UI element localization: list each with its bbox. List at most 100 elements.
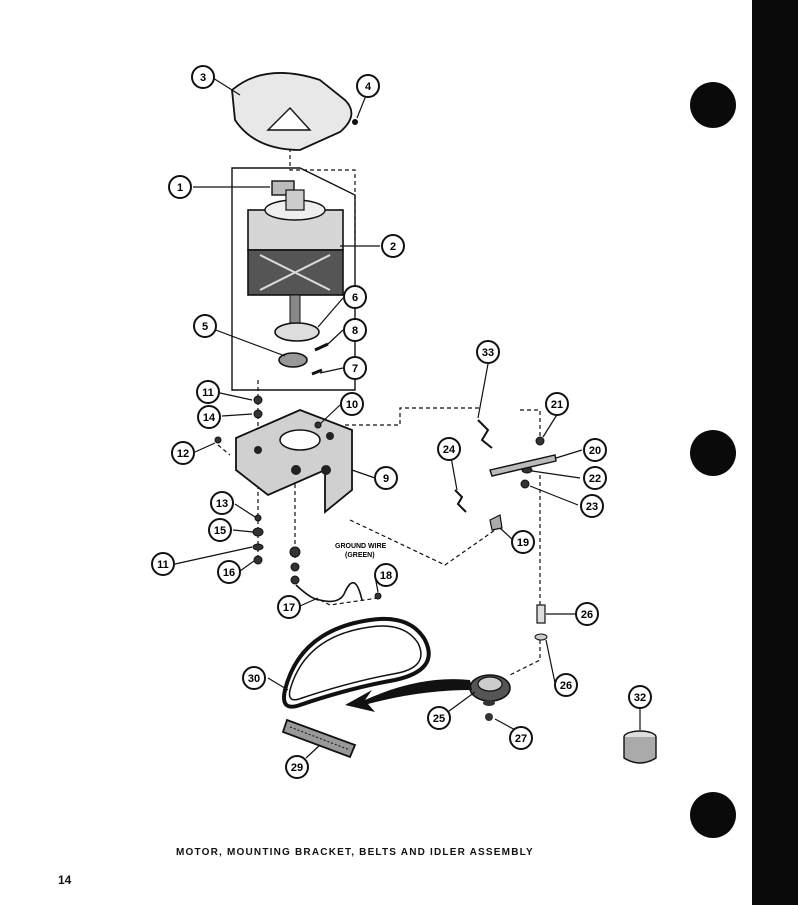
callout-circle bbox=[285, 755, 309, 779]
callout-c14: 14 bbox=[197, 405, 221, 429]
callout-c26a: 26 bbox=[575, 602, 599, 626]
callout-label: 19 bbox=[517, 537, 529, 549]
mounting-bracket bbox=[235, 409, 353, 514]
callout-label: 23 bbox=[586, 501, 598, 513]
binder-hole-bottom bbox=[690, 792, 736, 838]
callout-circle bbox=[554, 673, 578, 697]
callout-circle bbox=[628, 685, 652, 709]
callout-label: 20 bbox=[589, 445, 601, 457]
callout-circle bbox=[208, 518, 232, 542]
callout-label: 32 bbox=[634, 692, 646, 704]
idler-pulley bbox=[469, 674, 511, 721]
callout-c6: 6 bbox=[343, 285, 367, 309]
idler-arm bbox=[489, 454, 557, 477]
callout-c27: 27 bbox=[509, 726, 533, 750]
callout-label: 26 bbox=[581, 609, 593, 621]
callout-label: 24 bbox=[443, 444, 456, 456]
callout-circle bbox=[340, 392, 364, 416]
ground-wire-label-line1: GROUND WIRE bbox=[335, 543, 387, 550]
bracket-19 bbox=[489, 514, 503, 531]
callout-label: 7 bbox=[352, 363, 358, 375]
callout-c16: 16 bbox=[217, 560, 241, 584]
callout-label: 3 bbox=[200, 72, 206, 84]
callout-circle bbox=[168, 175, 192, 199]
callout-label: 1 bbox=[177, 182, 183, 194]
pin-8 bbox=[314, 342, 329, 352]
callout-c11b: 11 bbox=[151, 552, 175, 576]
callout-label: 22 bbox=[589, 473, 601, 485]
callout-label: 2 bbox=[390, 241, 396, 253]
callout-c33: 33 bbox=[476, 340, 500, 364]
callout-c10: 10 bbox=[340, 392, 364, 416]
motor-cover bbox=[231, 72, 358, 151]
pin-7 bbox=[311, 368, 323, 376]
callout-circle bbox=[545, 392, 569, 416]
callout-label: 29 bbox=[291, 762, 303, 774]
callout-label: 18 bbox=[380, 570, 392, 582]
figure-caption: MOTOR, MOUNTING BRACKET, BELTS AND IDLER… bbox=[176, 847, 534, 858]
callout-c4: 4 bbox=[356, 74, 380, 98]
callout-circle bbox=[197, 405, 221, 429]
spring-24 bbox=[454, 489, 467, 513]
callout-circle bbox=[343, 318, 367, 342]
callout-circle bbox=[171, 441, 195, 465]
callout-label: 16 bbox=[223, 567, 235, 579]
callout-c9: 9 bbox=[374, 466, 398, 490]
callout-label: 21 bbox=[551, 399, 563, 411]
callout-c11a: 11 bbox=[196, 380, 220, 404]
callout-label: 8 bbox=[352, 325, 358, 337]
callout-c32: 32 bbox=[628, 685, 652, 709]
binding-edge bbox=[752, 0, 798, 905]
callout-c30: 30 bbox=[242, 666, 266, 690]
callout-c12: 12 bbox=[171, 441, 195, 465]
belt-29 bbox=[281, 718, 357, 759]
callout-circle bbox=[356, 74, 380, 98]
binder-hole-top bbox=[690, 82, 736, 128]
callout-c2: 2 bbox=[381, 234, 405, 258]
callout-circle bbox=[196, 380, 220, 404]
ground-wire bbox=[295, 582, 363, 603]
callout-label: 6 bbox=[352, 292, 358, 304]
callout-circle bbox=[427, 706, 451, 730]
part-5 bbox=[278, 352, 308, 368]
callout-c26b: 26 bbox=[554, 673, 578, 697]
binder-hole-middle bbox=[690, 430, 736, 476]
callout-circle bbox=[476, 340, 500, 364]
callout-c20: 20 bbox=[583, 438, 607, 462]
callout-label: 15 bbox=[214, 525, 226, 537]
callout-circle bbox=[374, 563, 398, 587]
callout-circle bbox=[210, 491, 234, 515]
callout-label: 17 bbox=[283, 602, 295, 614]
callout-circle bbox=[343, 285, 367, 309]
callout-circle bbox=[580, 494, 604, 518]
callout-label: 33 bbox=[482, 347, 494, 359]
callout-circle bbox=[151, 552, 175, 576]
callout-label: 12 bbox=[177, 448, 189, 460]
spring-33 bbox=[477, 419, 493, 449]
callout-circle bbox=[343, 356, 367, 380]
callout-label: 10 bbox=[346, 399, 358, 411]
callout-circle bbox=[381, 234, 405, 258]
callout-c5: 5 bbox=[193, 314, 217, 338]
belt-30 bbox=[282, 616, 431, 709]
motor bbox=[247, 189, 344, 324]
callout-circle bbox=[191, 65, 215, 89]
callout-c19: 19 bbox=[511, 530, 535, 554]
ground-wire-label-line2: (GREEN) bbox=[345, 552, 375, 559]
callout-c23: 23 bbox=[580, 494, 604, 518]
callout-circle bbox=[583, 466, 607, 490]
callout-label: 25 bbox=[433, 713, 445, 725]
callout-circle bbox=[575, 602, 599, 626]
callout-circle bbox=[277, 595, 301, 619]
callout-c1: 1 bbox=[168, 175, 192, 199]
callout-label: 11 bbox=[202, 387, 214, 399]
callout-c24: 24 bbox=[437, 437, 461, 461]
callout-c29: 29 bbox=[285, 755, 309, 779]
callout-c22: 22 bbox=[583, 466, 607, 490]
callout-c15: 15 bbox=[208, 518, 232, 542]
pulley-6 bbox=[274, 322, 320, 342]
callout-c17: 17 bbox=[277, 595, 301, 619]
callout-c7: 7 bbox=[343, 356, 367, 380]
callout-c21: 21 bbox=[545, 392, 569, 416]
